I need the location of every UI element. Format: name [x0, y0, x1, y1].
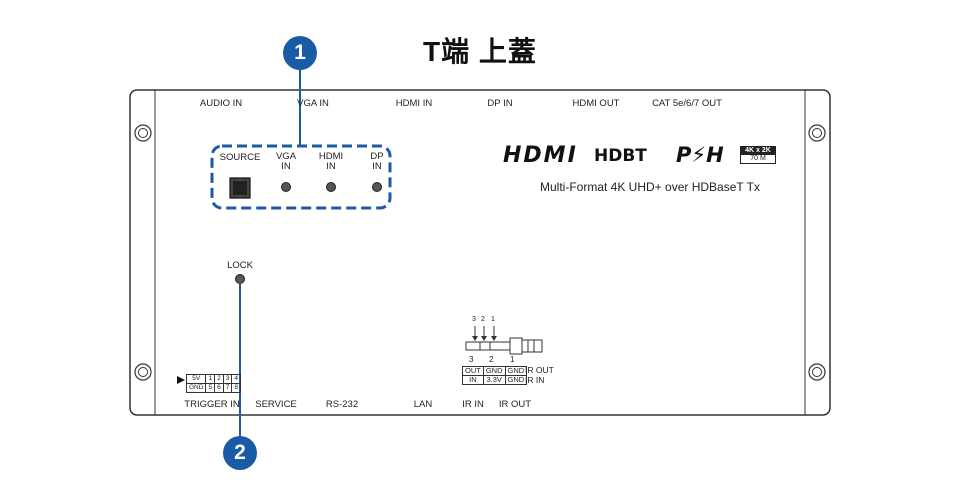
- ir-col-number: 2: [489, 355, 494, 364]
- lock-led: [235, 274, 245, 284]
- port-label-rs232: RS-232: [325, 399, 359, 410]
- lock-label: LOCK: [227, 260, 253, 271]
- table-cell: 4: [231, 374, 241, 384]
- callout-badge-1: 1: [283, 36, 317, 70]
- port-label-hdmi-out: HDMI OUT: [572, 98, 620, 109]
- 4k-logo-bottom: 70 M: [750, 155, 766, 162]
- table-cell: 6: [214, 383, 224, 393]
- hdmi-led: [326, 182, 336, 192]
- ir-pin-number: 1: [491, 316, 495, 323]
- dp-in-label: DP IN: [370, 151, 384, 172]
- port-label-audio-in: AUDIO IN: [199, 98, 243, 109]
- table-cell: GND: [185, 383, 207, 393]
- table-cell: 5V: [185, 374, 207, 384]
- ir-out-row-label: IR OUT: [525, 365, 554, 375]
- vga-led: [281, 182, 291, 192]
- port-label-service: SERVICE: [255, 399, 297, 410]
- port-label-vga-in: VGA IN: [297, 98, 329, 109]
- product-tagline: Multi-Format 4K UHD+ over HDBaseT Tx: [540, 180, 760, 194]
- table-cell: 3.3V: [482, 375, 506, 385]
- ir-in-row-label: IR IN: [525, 375, 545, 385]
- ir-jack-icon: [465, 326, 543, 355]
- source-label: SOURCE: [219, 152, 261, 163]
- callout-badge-2: 2: [223, 436, 257, 470]
- hdmi-in-label: HDMI IN: [318, 151, 344, 172]
- table-cell: 1: [205, 374, 216, 384]
- hdbaset-logo: HDBT: [594, 146, 647, 166]
- screw-icon: [134, 124, 152, 142]
- dp-led: [372, 182, 382, 192]
- hdmi-logo: HDMI: [503, 143, 578, 168]
- table-cell: GND: [504, 375, 528, 385]
- ir-col-number: 1: [510, 355, 515, 364]
- vga-in-label: VGA IN: [275, 151, 297, 172]
- trigger-pin-arrow-icon: [177, 376, 185, 384]
- port-label-cat-out: CAT 5e/6/7 OUT: [652, 98, 722, 109]
- ir-col-number: 3: [469, 355, 474, 364]
- poh-logo: P⚡H: [676, 143, 724, 167]
- ir-pin-number: 3: [472, 316, 476, 323]
- 4k-logo: 4K x 2K 70 M: [740, 146, 776, 164]
- table-cell: 3: [222, 374, 233, 384]
- screw-icon: [808, 363, 826, 381]
- port-label-ir-in: IR IN: [462, 399, 484, 410]
- ir-pin-table: OUT GND GND IN 3.3V GND: [462, 366, 528, 385]
- port-label-ir-out: IR OUT: [498, 399, 532, 410]
- port-label-hdmi-in: HDMI IN: [395, 98, 433, 109]
- ir-pin-number: 2: [481, 316, 485, 323]
- table-row: GND 5 6 7 8: [185, 383, 241, 393]
- table-cell: IN: [462, 375, 484, 385]
- screw-icon: [134, 363, 152, 381]
- table-row: 5V 1 2 3 4: [185, 374, 241, 384]
- screw-icon: [808, 124, 826, 142]
- page-title: T端 上蓋: [423, 36, 537, 67]
- port-label-dp-in: DP IN: [487, 98, 513, 109]
- table-cell: 7: [222, 383, 233, 393]
- port-label-lan: LAN: [413, 399, 433, 410]
- 4k-logo-top: 4K x 2K: [741, 147, 775, 155]
- table-row: IN 3.3V GND: [462, 375, 528, 385]
- table-cell: 8: [231, 383, 241, 393]
- trigger-pin-table: 5V 1 2 3 4 GND 5 6 7 8: [185, 374, 241, 393]
- port-label-trigger-in: TRIGGER IN: [184, 399, 240, 410]
- table-cell: 5: [205, 383, 216, 393]
- table-cell: 2: [214, 374, 224, 384]
